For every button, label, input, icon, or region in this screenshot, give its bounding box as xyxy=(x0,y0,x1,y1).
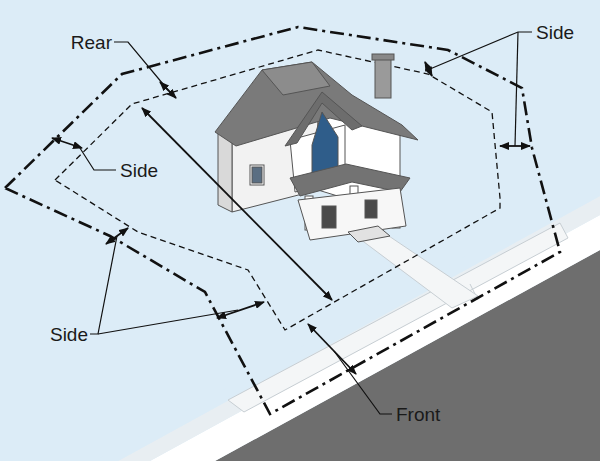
setback-label: Side xyxy=(50,325,88,344)
sidewalk xyxy=(228,223,568,412)
setback-line xyxy=(55,50,500,330)
verge xyxy=(95,182,600,461)
dimension-arrows xyxy=(52,62,530,374)
setback-label: Front xyxy=(396,405,440,424)
setback-label: Side xyxy=(536,23,574,42)
setback-label: Side xyxy=(120,161,158,180)
lot-line xyxy=(5,27,560,414)
setback-label: Rear xyxy=(71,33,112,52)
walkway xyxy=(356,230,478,308)
leader-lines xyxy=(78,32,532,414)
